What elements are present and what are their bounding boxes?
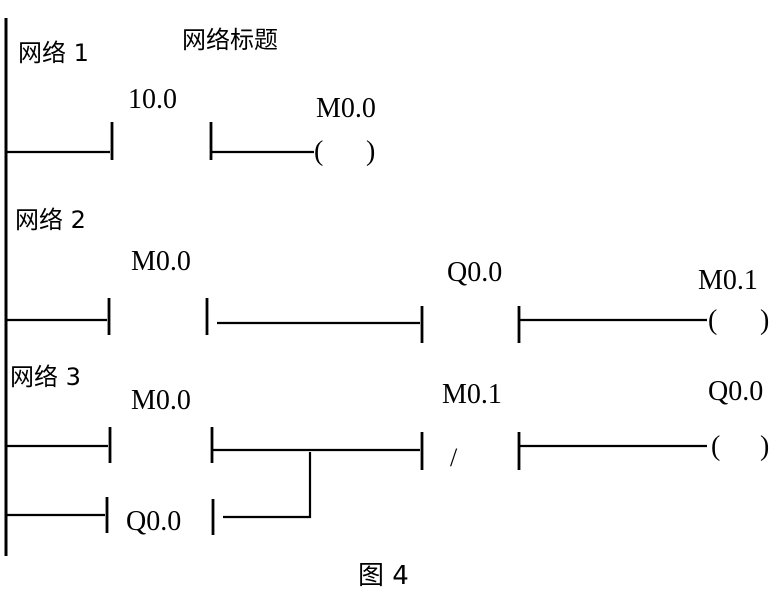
network-3-label: 网络 3 <box>10 363 81 391</box>
network-3: 网络 3 M0.0 M0.1 Q0.0 / ( ) Q0.0 <box>6 363 769 537</box>
network-2-coil-open: ( <box>708 305 717 336</box>
network-1-label: 网络 1 <box>18 39 89 67</box>
network-3-contact2-label: M0.1 <box>442 379 502 410</box>
network-2-contact1-label: M0.0 <box>131 246 191 277</box>
network-3-branch-contact-label: Q0.0 <box>126 506 181 537</box>
network-3-contact1-label: M0.0 <box>131 385 191 416</box>
network-2-contact2-label: Q0.0 <box>447 257 502 288</box>
network-3-coil-label: Q0.0 <box>708 376 763 407</box>
network-1-contact-label: 10.0 <box>128 84 177 115</box>
figure-caption: 图 4 <box>358 561 409 591</box>
network-1-coil-label: M0.0 <box>316 93 376 124</box>
network-1-coil-open: ( <box>314 136 323 167</box>
network-2-label: 网络 2 <box>15 206 86 234</box>
network-3-branch-wire-out <box>223 452 312 519</box>
network-1-coil-close: ) <box>366 136 375 167</box>
network-3-nc-slash: / <box>450 443 458 472</box>
network-2-coil-label: M0.1 <box>698 265 758 296</box>
network-1-title: 网络标题 <box>182 26 278 54</box>
network-2: 网络 2 M0.0 Q0.0 M0.1 ( ) <box>6 206 769 343</box>
network-1: 网络 1 网络标题 10.0 M0.0 ( ) <box>6 26 376 167</box>
network-2-coil-close: ) <box>760 305 769 336</box>
network-3-coil-open: ( <box>711 431 720 462</box>
network-3-coil-close: ) <box>760 431 769 462</box>
